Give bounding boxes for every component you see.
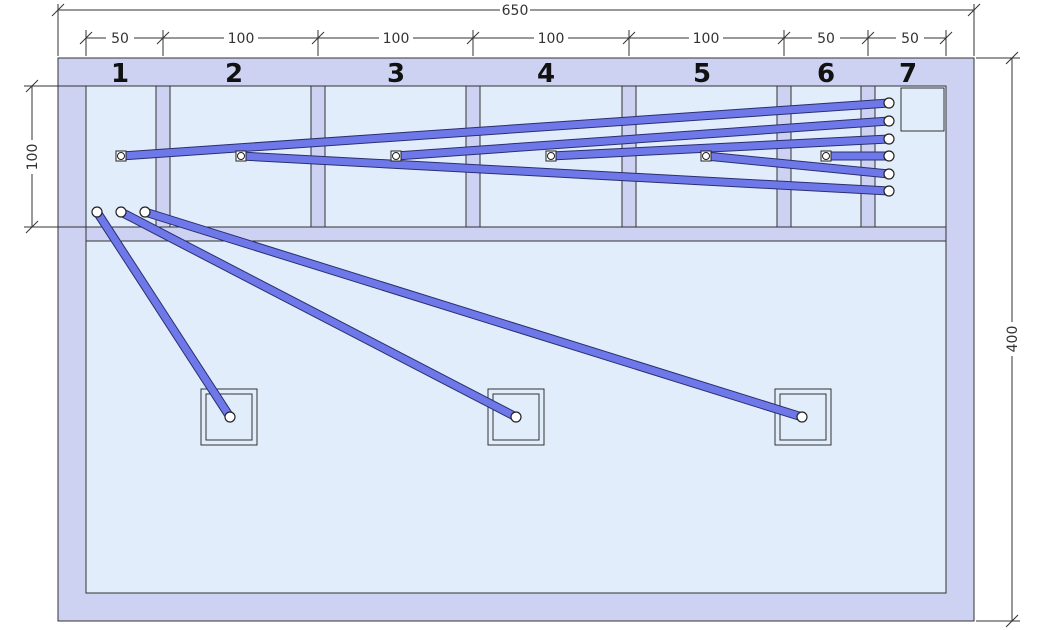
pipe	[120, 99, 890, 160]
pool-inner-area	[85, 85, 947, 594]
equipment-box	[900, 87, 945, 132]
dim-bay-5: 100	[693, 31, 720, 47]
pipe-fittings	[91, 97, 895, 423]
pipe-end-fitting	[883, 97, 895, 109]
pipe-end-fitting	[883, 133, 895, 145]
divider-beam	[85, 226, 947, 242]
pipe-end-fitting	[510, 411, 522, 423]
pipe-end-fitting	[91, 206, 103, 218]
pipe-end-fitting	[883, 185, 895, 197]
inlet-fitting-hole	[547, 152, 555, 160]
pipe	[94, 210, 233, 419]
drain-sump	[487, 388, 545, 446]
partition-wall	[776, 85, 792, 228]
pipe	[240, 152, 890, 195]
drain-sumps	[200, 388, 832, 446]
bay-number: 1	[111, 59, 129, 89]
dim-bay-6: 50	[817, 31, 835, 47]
bay-number: 2	[225, 59, 243, 89]
drain-sump	[774, 388, 832, 446]
dim-bay-3: 100	[383, 31, 410, 47]
dim-bay-7: 50	[901, 31, 919, 47]
inlet-fitting-hole	[702, 152, 710, 160]
bay-number: 4	[537, 59, 555, 89]
dimension-labels: 650 50 100 100 100 100 50 50 100 400	[24, 2, 1021, 356]
bay-numbers: 1 2 3 4 5 6 7	[111, 59, 917, 89]
pipe	[550, 135, 890, 160]
bay-number: 5	[693, 59, 711, 89]
drain-sump	[200, 388, 258, 446]
pipe	[119, 208, 518, 421]
pipe-end-fitting	[224, 411, 236, 423]
pipe	[705, 152, 890, 178]
partition-wall	[465, 85, 481, 228]
bay-number: 7	[899, 59, 917, 89]
dim-bay-2: 100	[228, 31, 255, 47]
pipe-end-fitting	[796, 411, 808, 423]
dim-upper-depth: 100	[25, 144, 41, 171]
dim-bay-4: 100	[538, 31, 565, 47]
inlet-fitting-hole	[237, 152, 245, 160]
pipe-end-fitting	[883, 115, 895, 127]
dim-total-width: 650	[502, 3, 529, 19]
dim-bay-1: 50	[111, 31, 129, 47]
bay-number: 3	[387, 59, 405, 89]
pipe-end-fitting	[139, 206, 151, 218]
inlet-fitting-hole	[822, 152, 830, 160]
pipe	[143, 208, 804, 421]
dim-height: 400	[1005, 326, 1021, 353]
pipe	[395, 117, 890, 160]
pipe-end-fitting	[883, 150, 895, 162]
bay-number: 6	[817, 59, 835, 89]
pipe-end-fitting	[115, 206, 127, 218]
pipe-network	[93, 98, 890, 422]
pipe-end-fitting	[883, 168, 895, 180]
inlet-fitting-hole	[392, 152, 400, 160]
inlet-fitting-hole	[117, 152, 125, 160]
